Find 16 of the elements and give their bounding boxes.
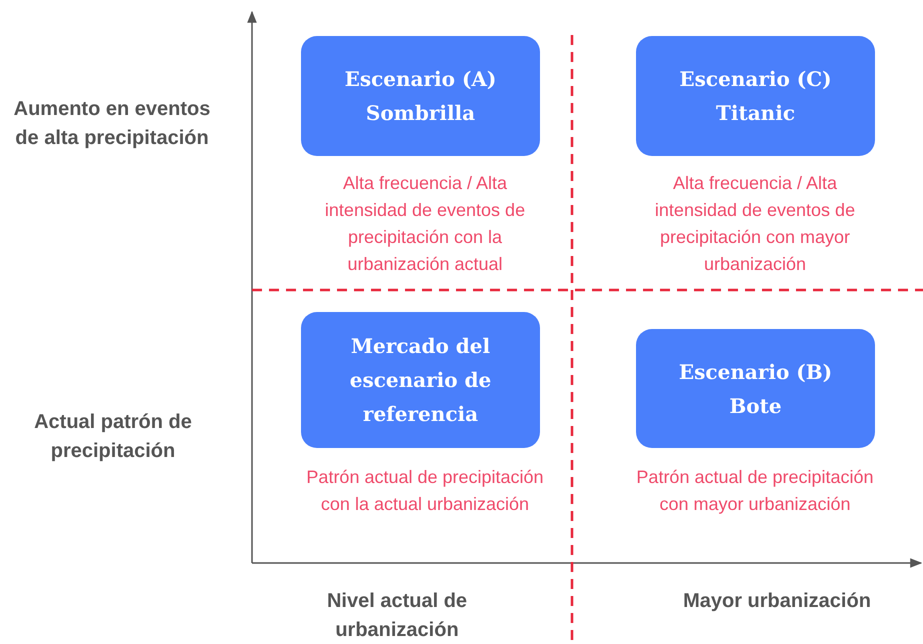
axis-label: Aumento en eventos de alta precipitación — [12, 97, 212, 151]
scenario-title: Escenario (A) Sombrilla — [344, 66, 498, 127]
axis-label: Mayor urbanización — [682, 589, 872, 614]
scenario-description: Alta frecuencia / Alta intensidad de eventos de precipitación con la urbanización actual — [324, 172, 526, 276]
axis-label: Actual patrón de precipitación — [33, 410, 193, 464]
scenario-title: Mercado del escenario de referencia — [348, 333, 492, 428]
scenario-description: Alta frecuencia / Alta intensidad de eventos de precipitación con mayor urbanización — [654, 172, 856, 276]
scenario-box — [636, 329, 875, 448]
scenario-box — [301, 312, 540, 448]
scenario-title: Escenario (B) Bote — [678, 358, 834, 420]
scenario-box — [301, 36, 540, 156]
scenario-box — [636, 36, 875, 156]
axis-label: Nivel actual de urbanización — [326, 589, 468, 643]
scenario-description: Patrón actual de precipitación con mayor urbanización — [635, 466, 875, 516]
scenario-description: Patrón actual de precipitación con la actual urbanización — [305, 466, 545, 516]
scenario-title: Escenario (C) Titanic — [678, 66, 833, 127]
